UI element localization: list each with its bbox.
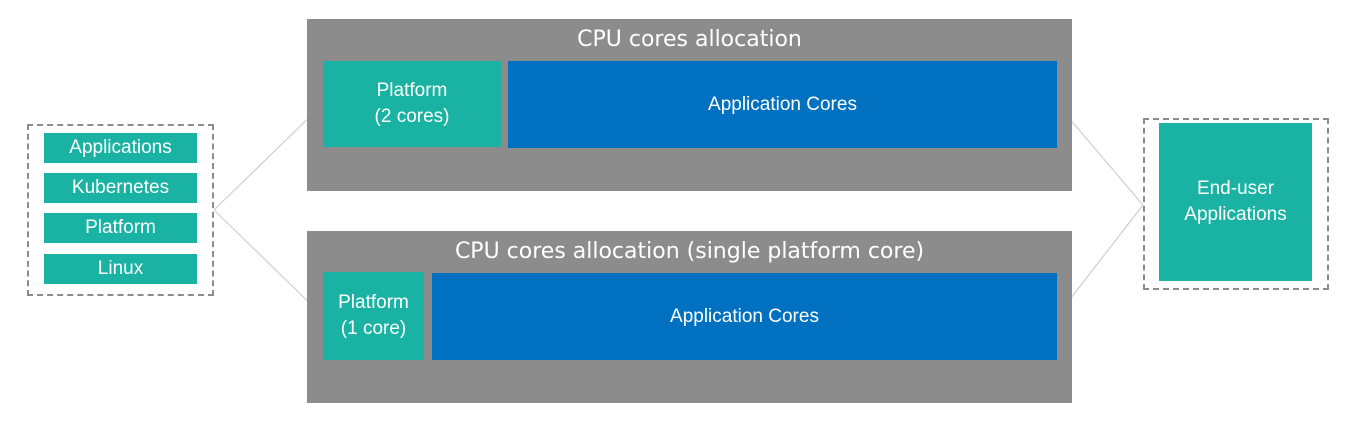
stack-item-platform: Platform [44,213,197,243]
stack-item-applications: Applications [44,133,197,163]
platform-cores-box-top: Platform (2 cores) [323,61,501,147]
platform-cores-box-bottom: Platform (1 core) [323,272,424,360]
end-user-applications-box: End-user Applications [1159,123,1312,281]
application-cores-box-top: Application Cores [508,61,1057,148]
software-stack-group [27,124,214,296]
connector-stack-to-top-platform [213,103,324,211]
stack-item-linux: Linux [44,254,197,284]
panel-title-top: CPU cores allocation [577,27,802,52]
stack-item-kubernetes: Kubernetes [44,173,197,203]
end-user-group [1143,118,1329,290]
application-cores-box-bottom: Application Cores [432,273,1057,360]
panel-title-bottom: CPU cores allocation (single platform co… [454,239,925,264]
connector-stack-to-bottom-platform [213,209,324,317]
